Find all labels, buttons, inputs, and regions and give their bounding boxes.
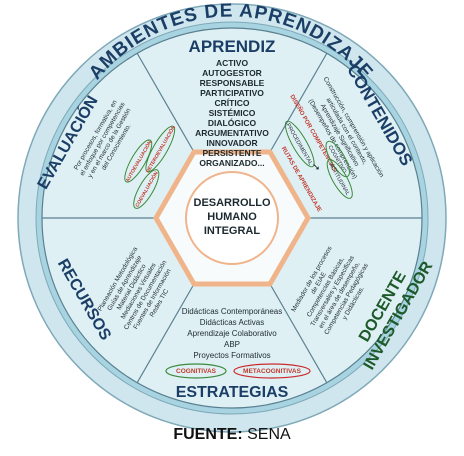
- svg-text:INTEGRAL: INTEGRAL: [204, 225, 261, 237]
- aprendiz-item: ACTIVO: [216, 58, 249, 68]
- source-caption: FUENTE: SENA: [0, 426, 464, 444]
- aprendiz-item: CRÍTICO: [215, 98, 250, 108]
- procedimental-oval: [284, 120, 315, 168]
- coevaluacion-oval: [133, 169, 160, 209]
- svg-text:HUMANO: HUMANO: [207, 211, 257, 223]
- aprendiz-item: RESPONSABLE: [200, 78, 265, 88]
- center-circle: [185, 171, 279, 265]
- sector-aprendiz: APRENDIZ ACTIVO AUTOGESTOR RESPONSABLE P…: [189, 37, 276, 168]
- estrategias-title: ESTRATEGIAS: [176, 384, 289, 401]
- aprendiz-item: PARTICIPATIVO: [200, 88, 264, 98]
- autoevaluacion-oval: [124, 139, 153, 183]
- sector-estrategias: Didácticas Contemporáneas Didácticas Act…: [165, 307, 311, 401]
- arrow-glyph: ➘: [312, 162, 320, 173]
- aprendiz-item: AUTOGESTOR: [202, 68, 262, 78]
- aprendiz-item: ORGANIZADO...: [199, 158, 264, 168]
- metacognitivas-oval: [233, 363, 311, 379]
- heteroevaluacion-oval: [145, 125, 176, 173]
- aprendiz-item: ARGUMENTATIVO: [195, 128, 269, 138]
- actitudinal-oval: [326, 159, 353, 199]
- estrategias-item: Proyectos Formativos: [193, 351, 270, 360]
- cognitivo-oval: [325, 140, 350, 178]
- cognitivas-label: COGNITIVAS: [176, 368, 217, 375]
- estrategias-item: Aprendizaje Colaborativo: [187, 329, 277, 338]
- aprendiz-item: SISTÉMICO: [209, 108, 256, 118]
- aprendiz-title: APRENDIZ: [189, 37, 276, 56]
- caption-source: SENA: [247, 426, 291, 443]
- sector-dividers: [42, 52, 422, 384]
- svg-text:DESARROLLO: DESARROLLO: [194, 197, 271, 209]
- estrategias-item: Didácticas Contemporáneas: [182, 307, 283, 316]
- aprendiz-item: INNOVADOR: [206, 138, 257, 148]
- estrategias-item: ABP: [224, 340, 240, 349]
- aprendiz-item: DIALÓGICO: [208, 117, 257, 128]
- aprendiz-item: PERSISTENTE: [202, 148, 261, 158]
- caption-label: FUENTE:: [173, 426, 243, 443]
- cognitivas-oval: [165, 363, 227, 379]
- center-label: DESARROLLO HUMANO INTEGRAL: [194, 197, 271, 237]
- estrategias-item: Didácticas Activas: [200, 318, 264, 327]
- metacognitivas-label: METACOGNITIVAS: [243, 368, 302, 375]
